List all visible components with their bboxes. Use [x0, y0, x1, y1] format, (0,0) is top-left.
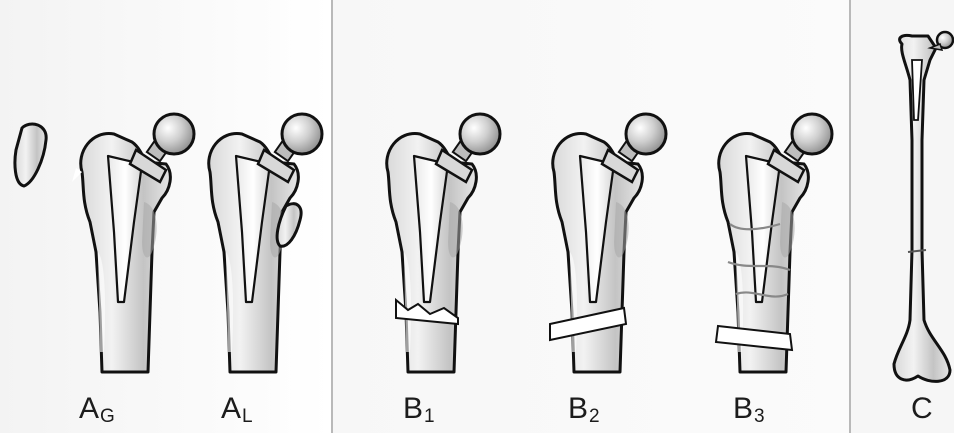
femur-b2 — [550, 114, 666, 372]
label-b1: B1 — [403, 392, 435, 426]
label-a-l: AL — [221, 392, 253, 426]
label-a-g: AG — [79, 392, 115, 426]
greater-trochanter-fragment — [15, 124, 46, 186]
femur-b3 — [716, 114, 832, 372]
femur-a-l — [209, 114, 322, 372]
femur-b1 — [387, 114, 500, 372]
label-c: C — [911, 392, 933, 426]
femur-c — [894, 32, 953, 381]
label-b3: B3 — [733, 392, 765, 426]
femur-a-g — [72, 114, 194, 372]
label-b2: B2 — [568, 392, 600, 426]
